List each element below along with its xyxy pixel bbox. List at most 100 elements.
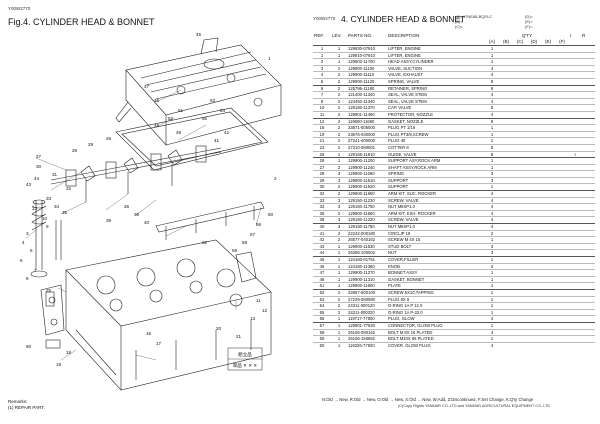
parts-no-cell: 129900-11200	[348, 158, 375, 164]
r-cell	[581, 289, 595, 296]
description-cell: PLUG PT 1/16	[388, 125, 416, 131]
ref-cell: 27	[319, 164, 325, 170]
qty-empty-cell	[513, 283, 527, 290]
ref-cell: 4	[320, 72, 324, 78]
callout-number: 44	[34, 176, 40, 181]
qty-empty-cell	[541, 144, 555, 151]
i-cell	[569, 243, 581, 250]
description-cell: PLATE	[388, 283, 401, 289]
ref-cell: 52	[319, 289, 325, 295]
parts-no-cell: 129150-11750	[348, 224, 375, 230]
callout-number: 1	[268, 56, 271, 61]
qty-empty-cell	[527, 243, 541, 250]
qty-empty-cell	[555, 303, 569, 310]
description-cell: SHAFT ASSY,ROCK ARM	[388, 164, 437, 170]
qty-a-cell: 1	[490, 237, 494, 243]
qty-empty-cell	[499, 184, 513, 191]
parts-no-cell: 119717-77800	[348, 316, 375, 322]
qty-a-cell: 1	[490, 336, 494, 342]
callout-number: 3	[26, 231, 29, 236]
ref-cell: 5	[320, 78, 324, 84]
parts-no-cell: 129150-11370	[348, 105, 375, 111]
r-cell	[581, 111, 595, 118]
callout-number: 25	[46, 288, 52, 293]
qty-empty-cell	[513, 98, 527, 105]
ref-cell: 53	[319, 296, 325, 302]
description-cell: O-RING 1A P-32.0	[388, 309, 423, 315]
qty-empty-cell	[513, 309, 527, 316]
parts-no-cell: 129901-11460	[348, 111, 375, 117]
qty-a-cell: 1	[490, 283, 494, 289]
qty-empty-cell	[555, 78, 569, 85]
callout-number: 12	[262, 308, 268, 313]
callout-number: 54	[220, 108, 226, 113]
qty-empty-cell	[527, 85, 541, 92]
lev-cell: 2	[337, 210, 341, 216]
ref-cell: 48	[319, 276, 325, 282]
qty-a-cell: 8	[490, 78, 494, 84]
qty-empty-cell	[555, 197, 569, 204]
qty-empty-cell	[541, 316, 555, 323]
ref-cell: 54	[319, 303, 325, 309]
lev-cell: 1	[337, 316, 341, 322]
r-cell	[581, 98, 595, 105]
parts-no-cell: 24311-000320	[348, 309, 375, 315]
parts-no-cell: 129150-11230	[348, 217, 375, 223]
qty-a-cell: 1	[490, 46, 494, 51]
parts-no-cell: 129900-11530	[348, 243, 375, 249]
parts-no-cell: 23871-005000	[348, 125, 376, 131]
ref-cell: 11	[319, 111, 325, 117]
qty-empty-cell	[541, 131, 555, 138]
r-cell	[581, 65, 595, 72]
qty-a-cell: 4	[490, 111, 494, 117]
r-cell	[581, 296, 595, 303]
qty-empty-cell	[555, 230, 569, 237]
qty-empty-cell	[541, 171, 555, 178]
qty-a-cell: 1	[490, 52, 494, 58]
lev-cell: 1	[337, 52, 341, 58]
qty-empty-cell	[555, 316, 569, 323]
i-cell	[569, 309, 581, 316]
ref-cell: 16	[319, 125, 325, 131]
i-cell	[569, 283, 581, 290]
qty-empty-cell	[541, 65, 555, 72]
qty-empty-cell	[513, 125, 527, 132]
qty-empty-cell	[513, 78, 527, 85]
leader-lines	[25, 89, 262, 361]
qty-empty-cell	[513, 250, 527, 257]
description-cell: SPRING, VALVE	[388, 78, 420, 84]
callout-number: 33	[46, 196, 52, 201]
i-cell	[569, 144, 581, 151]
i-cell	[569, 65, 581, 72]
qty-empty-cell	[499, 283, 513, 290]
callout-number: 6	[20, 258, 23, 263]
valve-train-drawing	[30, 199, 62, 307]
qty-empty-cell	[527, 52, 541, 59]
callout-number: 43	[26, 182, 32, 187]
i-cell	[569, 230, 581, 237]
qty-empty-cell	[499, 92, 513, 99]
qty-empty-cell	[541, 322, 555, 329]
lev-cell: 1	[337, 59, 341, 65]
r-cell	[581, 131, 595, 138]
callout-number: 11	[256, 298, 261, 303]
qty-empty-cell	[499, 164, 513, 171]
lev-cell: 2	[337, 303, 341, 309]
callout-number: 41	[214, 138, 220, 143]
callout-number: 60	[268, 212, 274, 217]
qty-empty-cell	[541, 46, 555, 53]
r-cell	[581, 184, 595, 191]
lev-cell: 2	[337, 85, 341, 91]
col-parts-no: PARTS NO.	[348, 33, 373, 38]
callout-number: 59	[232, 248, 238, 253]
qty-empty-cell	[527, 197, 541, 204]
qty-a-cell: 3	[490, 263, 494, 269]
qty-empty-cell	[541, 283, 555, 290]
callout-number: 21	[236, 334, 242, 339]
